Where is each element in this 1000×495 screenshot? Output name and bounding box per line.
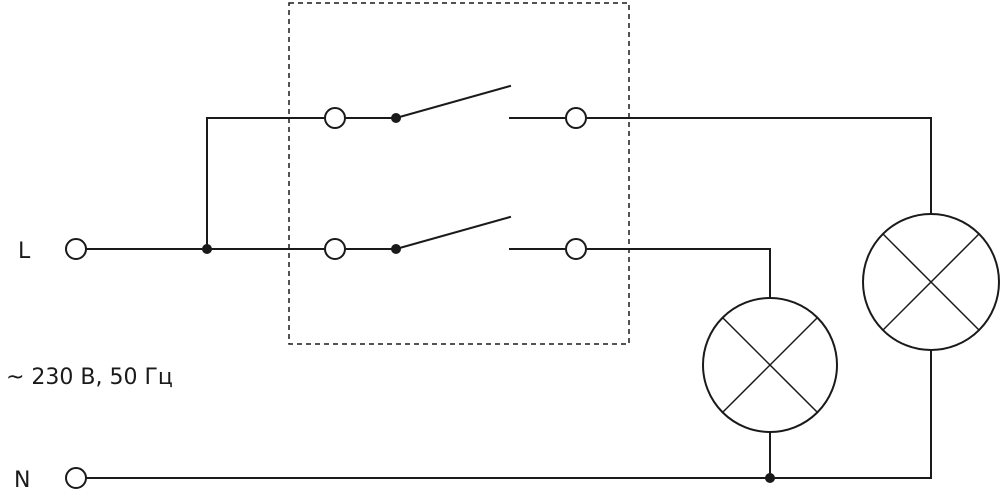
switch2-lever — [394, 215, 512, 251]
switch-enclosure — [288, 2, 630, 345]
label-phase: L — [18, 239, 31, 264]
label-neutral: N — [14, 468, 30, 493]
label-supply: ~ 230 В, 50 Гц — [6, 365, 173, 390]
terminal-phase — [65, 238, 87, 260]
switch2-terminal-out — [565, 238, 587, 260]
switch2-pivot — [391, 244, 401, 254]
wire-phase-branch — [206, 117, 324, 250]
wire-to-lamp1 — [587, 248, 771, 299]
junction-phase — [202, 244, 212, 254]
wire-neutral — [86, 349, 932, 479]
switch1-terminal-in — [324, 107, 346, 129]
lamp-1 — [702, 297, 838, 433]
switch1-lever — [394, 84, 512, 120]
switch1-terminal-out — [565, 107, 587, 129]
wire-to-lamp2 — [587, 117, 932, 215]
switch1-pivot — [391, 113, 401, 123]
terminal-neutral — [65, 467, 87, 489]
lamp-2 — [862, 213, 1000, 351]
junction-neutral — [765, 473, 775, 483]
switch2-terminal-in — [324, 238, 346, 260]
